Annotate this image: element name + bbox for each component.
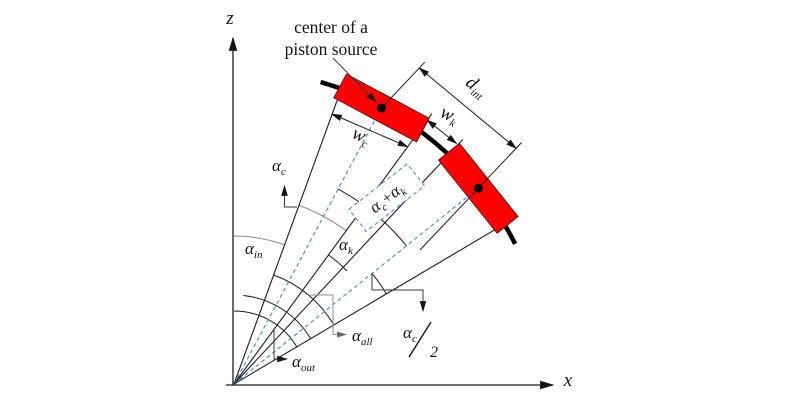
alpha-c-half-elbow — [371, 273, 427, 313]
piston1-right-edge-line — [233, 113, 433, 385]
alpha-c-arc — [298, 204, 347, 232]
x-axis-label: x — [563, 370, 573, 391]
fraction-slash — [408, 321, 432, 358]
piston1-left-edge-line — [233, 94, 340, 385]
w-k-text: wk — [436, 102, 463, 131]
center-label-leader — [332, 57, 377, 103]
alpha-c-plus-k-label: αc+αk — [348, 163, 426, 233]
alpha-in-arc — [233, 235, 285, 246]
piston1-centerline — [233, 119, 376, 385]
alpha-all-elbow — [310, 294, 347, 338]
w-k-label: wk — [436, 102, 463, 131]
center-annotation-line1: center of a — [294, 17, 368, 37]
inner-angle-arc — [233, 310, 298, 348]
alpha-all-arc — [273, 274, 335, 326]
d-int-witness-2 — [419, 142, 522, 251]
alpha-c-elbow — [281, 184, 297, 208]
alpha-k-arc — [328, 254, 348, 272]
center-annotation-line2: piston source — [285, 39, 378, 59]
d-int-text: dint — [460, 72, 492, 104]
z-axis-label: z — [225, 8, 234, 29]
d-int-label: dint — [460, 72, 492, 104]
piston2-centerline — [233, 195, 469, 385]
w-c-dimension-line — [330, 113, 409, 148]
alpha-c-half-denominator: 2 — [430, 344, 438, 361]
d-int-dimension-line — [418, 67, 517, 150]
alpha-out-elbow — [273, 329, 289, 363]
alpha-all-label: αall — [352, 326, 373, 348]
alpha-c-half-numerator: αc — [403, 323, 417, 345]
w-c-label: wc — [348, 123, 373, 151]
w-c-text: wc — [348, 123, 373, 151]
alpha-k-label: αk — [339, 235, 354, 257]
alpha-c-label: αc — [272, 156, 286, 178]
alpha-out-label: αout — [292, 352, 316, 374]
d-int-witness-1 — [381, 61, 426, 109]
second-angle-arc — [243, 295, 312, 340]
alpha-c-half-label: αc 2 — [403, 321, 438, 361]
piston2-left-edge-line — [233, 139, 464, 385]
alpha-in-label: αin — [245, 239, 263, 261]
w-k-dimension-line — [426, 119, 458, 145]
alpha-c-half-arc — [371, 273, 387, 295]
